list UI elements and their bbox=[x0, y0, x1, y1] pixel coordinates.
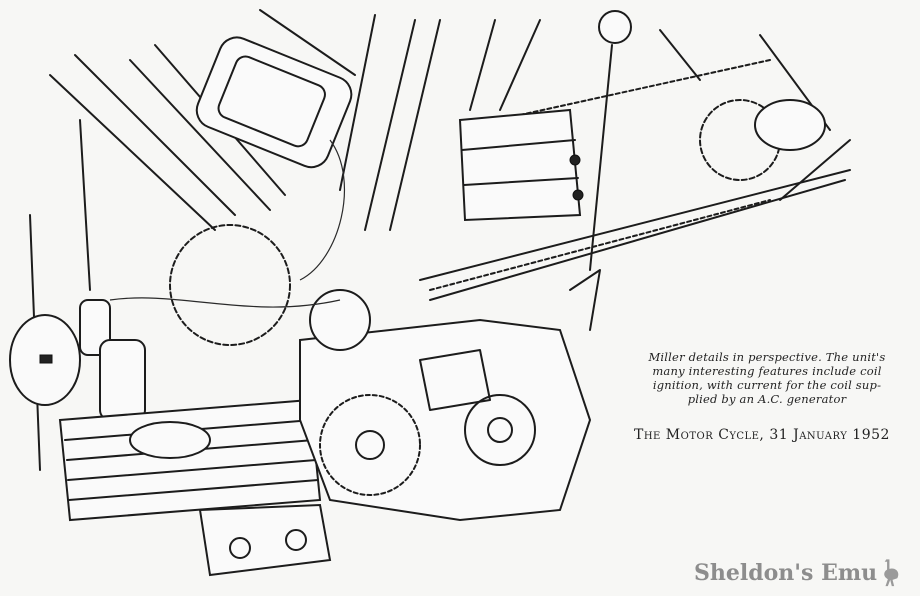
gear-lever bbox=[569, 10, 632, 331]
watermark-text: Sheldon's Emu bbox=[694, 560, 878, 586]
caption-line: plied by an A.C. generator bbox=[687, 392, 847, 406]
control-rod bbox=[429, 179, 846, 301]
figure-caption: Miller details in perspective. The unit'… bbox=[636, 350, 898, 406]
emu-icon bbox=[884, 559, 899, 587]
cylinder-fins bbox=[58, 398, 322, 522]
source-credit: The Motor Cycle, 31 January 1952 bbox=[634, 427, 890, 443]
flywheel-cover bbox=[9, 314, 81, 406]
watermark: Sheldon's Emu bbox=[694, 556, 902, 588]
chain bbox=[429, 59, 851, 291]
ignition-coil bbox=[458, 108, 584, 222]
cable bbox=[109, 297, 341, 308]
mounting-plate bbox=[198, 503, 332, 577]
air-filter bbox=[195, 36, 353, 169]
caption-line: ignition, with current for the coil sup- bbox=[652, 378, 882, 392]
caption-line: Miller details in perspective. The unit'… bbox=[648, 350, 886, 364]
caption-line: many interesting features include coil bbox=[652, 364, 882, 378]
sprocket bbox=[169, 224, 291, 346]
carburettor bbox=[79, 299, 146, 421]
control-rod bbox=[419, 169, 851, 281]
crankcase bbox=[299, 289, 592, 522]
cable bbox=[299, 139, 345, 281]
